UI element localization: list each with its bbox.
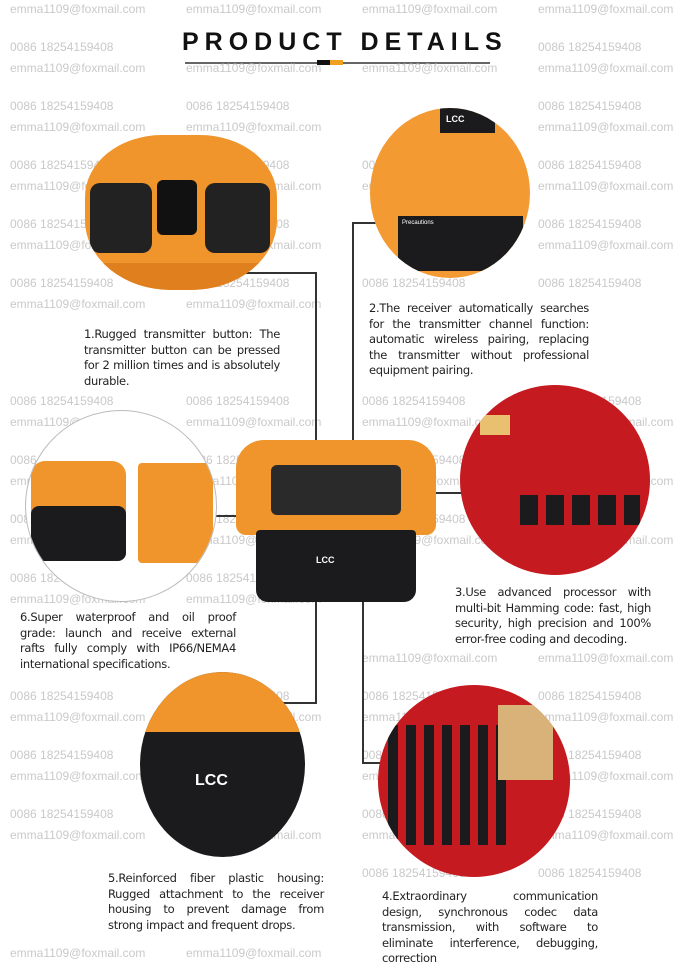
pcb-image [378, 685, 570, 877]
connector-line [352, 222, 354, 442]
watermark-phone: 0086 18254159408 [10, 40, 114, 54]
watermark-phone: 0086 18254159408 [10, 807, 114, 821]
feature-4: 4.Extraordinary communication design, sy… [382, 889, 598, 965]
connector-line [315, 598, 317, 703]
page-title: PRODUCT DETAILS [182, 28, 508, 56]
watermark-email: emma1109@foxmail.com [10, 61, 146, 75]
watermark-phone: 0086 18254159408 [186, 99, 290, 113]
watermark-phone: 0086 18254159408 [538, 217, 642, 231]
housing-logo: LCC [195, 772, 228, 789]
title-divider [185, 60, 490, 65]
product-logo: LCC [316, 555, 335, 565]
housing-image: LCC [140, 672, 305, 857]
watermark-email: emma1109@foxmail.com [538, 179, 674, 193]
watermark-email: emma1109@foxmail.com [538, 238, 674, 252]
watermark-phone: 0086 18254159408 [538, 866, 642, 880]
feature-1: 1.Rugged transmitter button: The transmi… [84, 327, 280, 388]
watermark-email: emma1109@foxmail.com [538, 120, 674, 134]
watermark-email: emma1109@foxmail.com [10, 120, 146, 134]
feature-5: 5.Reinforced fiber plastic housing: Rugg… [108, 871, 324, 932]
feature-3: 3.Use advanced processor with multi-bit … [455, 585, 651, 646]
transmitter-buttons-image [85, 135, 277, 290]
connector-line [425, 492, 465, 494]
watermark-email: emma1109@foxmail.com [186, 946, 322, 960]
watermark-email: emma1109@foxmail.com [186, 2, 322, 16]
watermark-email: emma1109@foxmail.com [10, 710, 146, 724]
connector-line [362, 762, 387, 764]
watermark-email: emma1109@foxmail.com [362, 2, 498, 16]
connector-line [245, 272, 317, 274]
watermark-phone: 0086 18254159408 [538, 276, 642, 290]
watermark-phone: 0086 18254159408 [10, 394, 114, 408]
watermark-email: emma1109@foxmail.com [10, 297, 146, 311]
watermark-email: emma1109@foxmail.com [10, 2, 146, 16]
connector-line [215, 515, 245, 517]
watermark-phone: 0086 18254159408 [538, 158, 642, 172]
watermark-email: emma1109@foxmail.com [10, 828, 146, 842]
watermark-email: emma1109@foxmail.com [538, 61, 674, 75]
precautions-label: Precautions [398, 216, 523, 271]
circuit-board-image [460, 385, 650, 575]
watermark-email: emma1109@foxmail.com [538, 2, 674, 16]
watermark-email: emma1109@foxmail.com [186, 297, 322, 311]
connector-line [352, 222, 382, 224]
watermark-phone: 0086 18254159408 [186, 394, 290, 408]
brand-logo: LCC [440, 108, 495, 133]
watermark-email: emma1109@foxmail.com [538, 828, 674, 842]
waterproof-units-image [25, 410, 217, 602]
watermark-phone: 0086 18254159408 [538, 40, 642, 54]
feature-6: 6.Super waterproof and oil proof grade: … [20, 610, 236, 671]
feature-2: 2.The receiver automatically searches fo… [369, 301, 589, 377]
watermark-phone: 0086 18254159408 [538, 689, 642, 703]
watermark-phone: 0086 18254159408 [362, 394, 466, 408]
watermark-email: emma1109@foxmail.com [538, 651, 674, 665]
watermark-phone: 0086 18254159408 [362, 276, 466, 290]
watermark-phone: 0086 18254159408 [538, 99, 642, 113]
remote-control-product: LCC [236, 440, 436, 602]
watermark-email: emma1109@foxmail.com [538, 710, 674, 724]
watermark-email: emma1109@foxmail.com [362, 651, 498, 665]
receiver-image: LCC Precautions [370, 108, 530, 278]
watermark-email: emma1109@foxmail.com [186, 415, 322, 429]
watermark-email: emma1109@foxmail.com [186, 120, 322, 134]
watermark-email: emma1109@foxmail.com [10, 946, 146, 960]
connector-line [362, 598, 364, 763]
watermark-email: emma1109@foxmail.com [10, 769, 146, 783]
watermark-phone: 0086 18254159408 [10, 99, 114, 113]
watermark-phone: 0086 18254159408 [10, 748, 114, 762]
connector-line [315, 272, 317, 442]
watermark-phone: 0086 18254159408 [10, 689, 114, 703]
